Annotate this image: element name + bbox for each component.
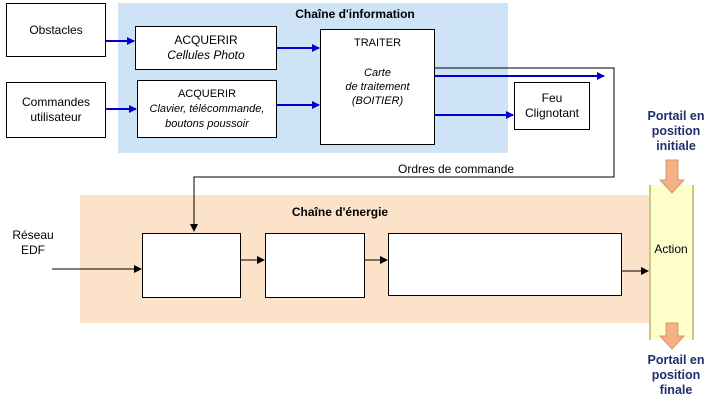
obstacles-label: Obstacles <box>29 22 83 37</box>
orders-label: Ordres de commande <box>398 162 515 176</box>
acquire-photocells-title: ACQUERIR <box>174 33 238 47</box>
acquire-keypad-detail-line2: boutons poussoir <box>165 117 249 130</box>
gate-final-line3: finale <box>659 383 693 397</box>
user-commands-label-line2: utilisateur <box>30 110 82 124</box>
gate-initial-line1: Portail en <box>647 109 705 123</box>
acquire-keypad-title: ACQUERIR <box>177 87 237 100</box>
gate-input-arrow <box>658 159 686 194</box>
gate-initial-line2: position <box>651 124 701 138</box>
obstacles-box: Obstacles <box>6 3 106 57</box>
process-title: TRAITER <box>353 37 402 49</box>
process-line3: (BOITIER) <box>351 95 404 107</box>
power-source-line1: Réseau <box>12 228 54 242</box>
action-label: Action <box>654 242 688 256</box>
gate-initial-label: Portail en position initiale <box>638 109 714 154</box>
acquire-photocells-box: ACQUERIR Cellules Photo <box>135 26 277 70</box>
user-commands-label-line1: Commandes <box>21 95 91 109</box>
gate-initial-line3: initiale <box>656 139 696 153</box>
action-column <box>649 185 694 340</box>
energy-chain-title: Chaîne d'énergie <box>291 205 389 219</box>
flashing-light-line2: Clignotant <box>524 106 580 120</box>
energy-distribute-box <box>142 233 241 298</box>
orders-connector <box>190 67 615 232</box>
energy-convert-box <box>265 233 365 298</box>
energy-transmit-box <box>388 233 622 296</box>
process-box: TRAITER Carte de traitement (BOITIER) <box>320 29 435 145</box>
flashing-light-box: Feu Clignotant <box>514 82 590 130</box>
gate-final-line1: Portail en <box>647 353 705 367</box>
info-chain-title: Chaîne d'information <box>295 7 415 21</box>
gate-final-label: Portail en position finale <box>638 353 714 398</box>
acquire-photocells-detail: Cellules Photo <box>167 48 245 62</box>
process-line1: Carte <box>364 67 391 79</box>
power-source-label: Réseau EDF <box>8 228 58 258</box>
user-commands-box: Commandes utilisateur <box>6 82 106 138</box>
power-source-line2: EDF <box>21 243 45 257</box>
acquire-keypad-box: ACQUERIR Clavier, télécommande, boutons … <box>137 80 277 138</box>
flashing-light-line1: Feu <box>541 91 563 105</box>
acquire-keypad-detail-line1: Clavier, télécommande, <box>149 102 265 115</box>
process-line2: de traitement <box>345 81 410 93</box>
gate-final-line2: position <box>651 368 701 382</box>
gate-output-arrow <box>658 322 686 350</box>
